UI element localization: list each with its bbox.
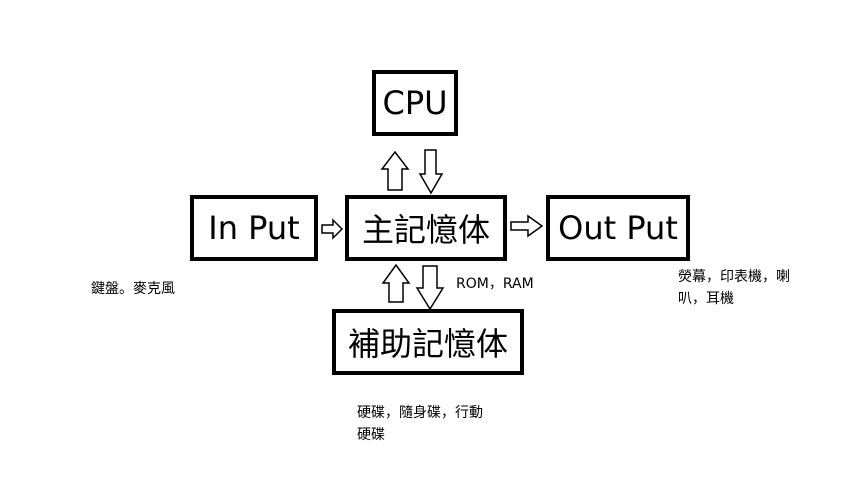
output-label: Out Put bbox=[558, 209, 678, 247]
auxiliary-devices-note: 硬碟，隨身碟，行動 硬碟 bbox=[357, 402, 483, 446]
output-devices-line1: 熒幕，印表機，喇 bbox=[678, 269, 790, 285]
arrow-main-to-output bbox=[510, 214, 544, 238]
main-memory-types-text: ROM，RAM bbox=[456, 276, 534, 292]
output-devices-line2: 叭，耳機 bbox=[678, 291, 734, 307]
cpu-label: CPU bbox=[382, 84, 448, 122]
arrow-cpu-to-main bbox=[418, 149, 444, 195]
main-memory-types-note: ROM，RAM bbox=[456, 273, 534, 295]
auxiliary-devices-line1: 硬碟，隨身碟，行動 bbox=[357, 405, 483, 421]
auxiliary-memory-box: 補助記憶体 bbox=[332, 309, 524, 375]
main-memory-label: 主記憶体 bbox=[361, 211, 490, 249]
auxiliary-memory-label: 補助記憶体 bbox=[347, 325, 508, 363]
input-devices-text: 鍵盤。麥克風 bbox=[91, 281, 175, 297]
input-devices-note: 鍵盤。麥克風 bbox=[91, 278, 175, 300]
input-box: In Put bbox=[190, 195, 318, 261]
arrow-main-to-cpu bbox=[380, 150, 410, 191]
arrow-aux-to-main bbox=[381, 263, 411, 303]
input-label: In Put bbox=[208, 209, 300, 247]
output-devices-note: 熒幕，印表機，喇 叭，耳機 bbox=[678, 266, 790, 310]
cpu-box: CPU bbox=[372, 70, 458, 136]
main-memory-box: 主記憶体 bbox=[345, 195, 507, 261]
output-box: Out Put bbox=[546, 195, 690, 261]
auxiliary-devices-line2: 硬碟 bbox=[357, 427, 385, 443]
arrow-input-to-main bbox=[321, 218, 344, 240]
arrow-main-to-aux bbox=[415, 265, 445, 311]
